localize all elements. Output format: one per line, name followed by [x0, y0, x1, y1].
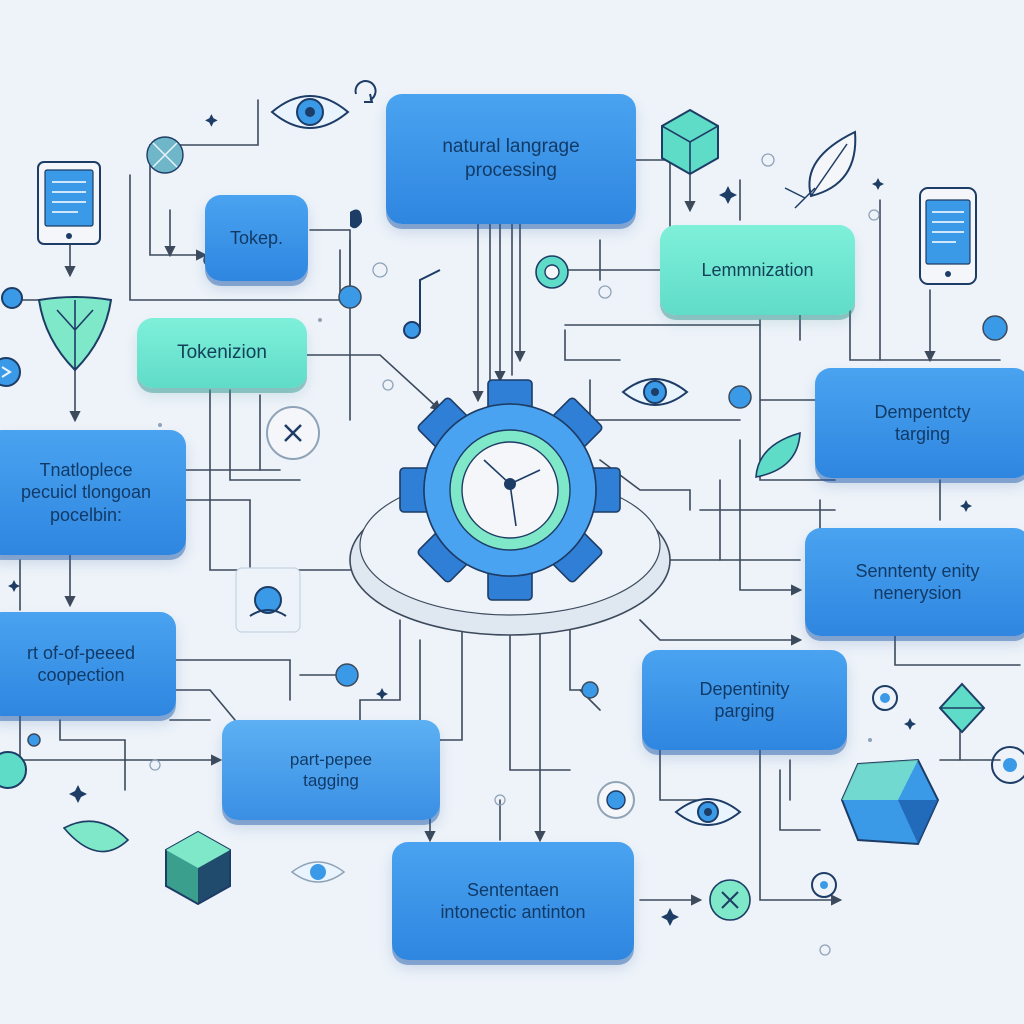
node-part-tagging: part-pepee tagging	[222, 720, 440, 820]
compass-icon	[811, 872, 837, 898]
compass-icon	[535, 255, 569, 289]
compass-icon	[146, 136, 184, 174]
node-tokenization: Tokenizion	[137, 318, 307, 388]
node-dependency-parsing: Depentinity parging	[642, 650, 847, 750]
compass-icon	[597, 781, 635, 819]
compass-icon	[235, 567, 301, 633]
node-dependency-tagging: Dempentcty targing	[815, 368, 1024, 478]
gem-icon	[840, 758, 940, 846]
node-label-line: coopection	[37, 665, 125, 685]
eye-icon	[290, 861, 346, 883]
gear-icon	[349, 379, 671, 636]
node-tokep: Tokep.	[205, 195, 308, 281]
compass-icon	[872, 685, 898, 711]
node-label-line: Lemmnization	[701, 259, 814, 280]
node-label-line: processing	[465, 160, 557, 181]
node-lemmatization: Lemmnization	[660, 225, 855, 315]
node-label-line: part-pepee	[289, 749, 373, 769]
tablet-icon	[37, 161, 101, 245]
node-label-line: pocelbin:	[49, 504, 123, 525]
compass-icon	[709, 879, 751, 921]
leaf-icon	[755, 431, 801, 478]
node-label-line: natural langrage	[442, 136, 580, 158]
node-label-line: targing	[894, 424, 951, 444]
node-label-line: Sententaen	[466, 879, 560, 900]
leaf-icon	[784, 130, 857, 209]
compass-icon	[0, 751, 27, 789]
node-translation: Tnatloplece pecuicl tlongoan pocelbin:	[0, 430, 186, 555]
compass-icon	[991, 746, 1024, 784]
refresh-icon	[354, 80, 377, 103]
node-label-line: Tnatloplece	[39, 459, 133, 480]
node-label-line: nenerysion	[873, 583, 962, 603]
compass-icon	[266, 406, 320, 460]
node-label-line: Depentinity	[699, 678, 790, 699]
node-label-line: Senntenty enity	[855, 560, 980, 581]
node-sentiment-entity: Senntenty enity nenerysion	[805, 528, 1024, 636]
eye-icon	[621, 378, 689, 406]
cube-icon	[661, 108, 719, 176]
cube-icon	[165, 830, 231, 906]
node-part-of-speech: rt of-of-peeed coopection	[0, 612, 176, 716]
eye-icon	[674, 798, 742, 826]
smartphone-icon	[919, 187, 977, 285]
music-note-icon	[350, 209, 362, 229]
node-sentiment-intention: Sententaen intonectic antinton	[392, 842, 634, 960]
node-label-line: pecuicl tlongoan	[20, 482, 152, 503]
leaf-icon	[37, 296, 113, 372]
compass-icon	[0, 357, 21, 387]
gem-icon	[938, 682, 986, 734]
music-note-icon	[403, 269, 441, 339]
node-label-line: Tokep.	[229, 227, 284, 248]
eye-icon	[270, 95, 350, 129]
node-label-line: rt of-of-peeed	[26, 642, 136, 663]
leaf-icon	[62, 820, 130, 853]
node-label-line: parging	[714, 701, 775, 721]
node-label-line: Tokenizion	[177, 342, 267, 364]
node-natural-language-processing: natural langrage processing	[386, 94, 636, 224]
node-label-line: tagging	[303, 771, 359, 790]
compass-icon	[1, 287, 23, 309]
node-label-line: intonectic antinton	[440, 902, 586, 922]
node-label-line: Dempentcty	[874, 401, 971, 422]
